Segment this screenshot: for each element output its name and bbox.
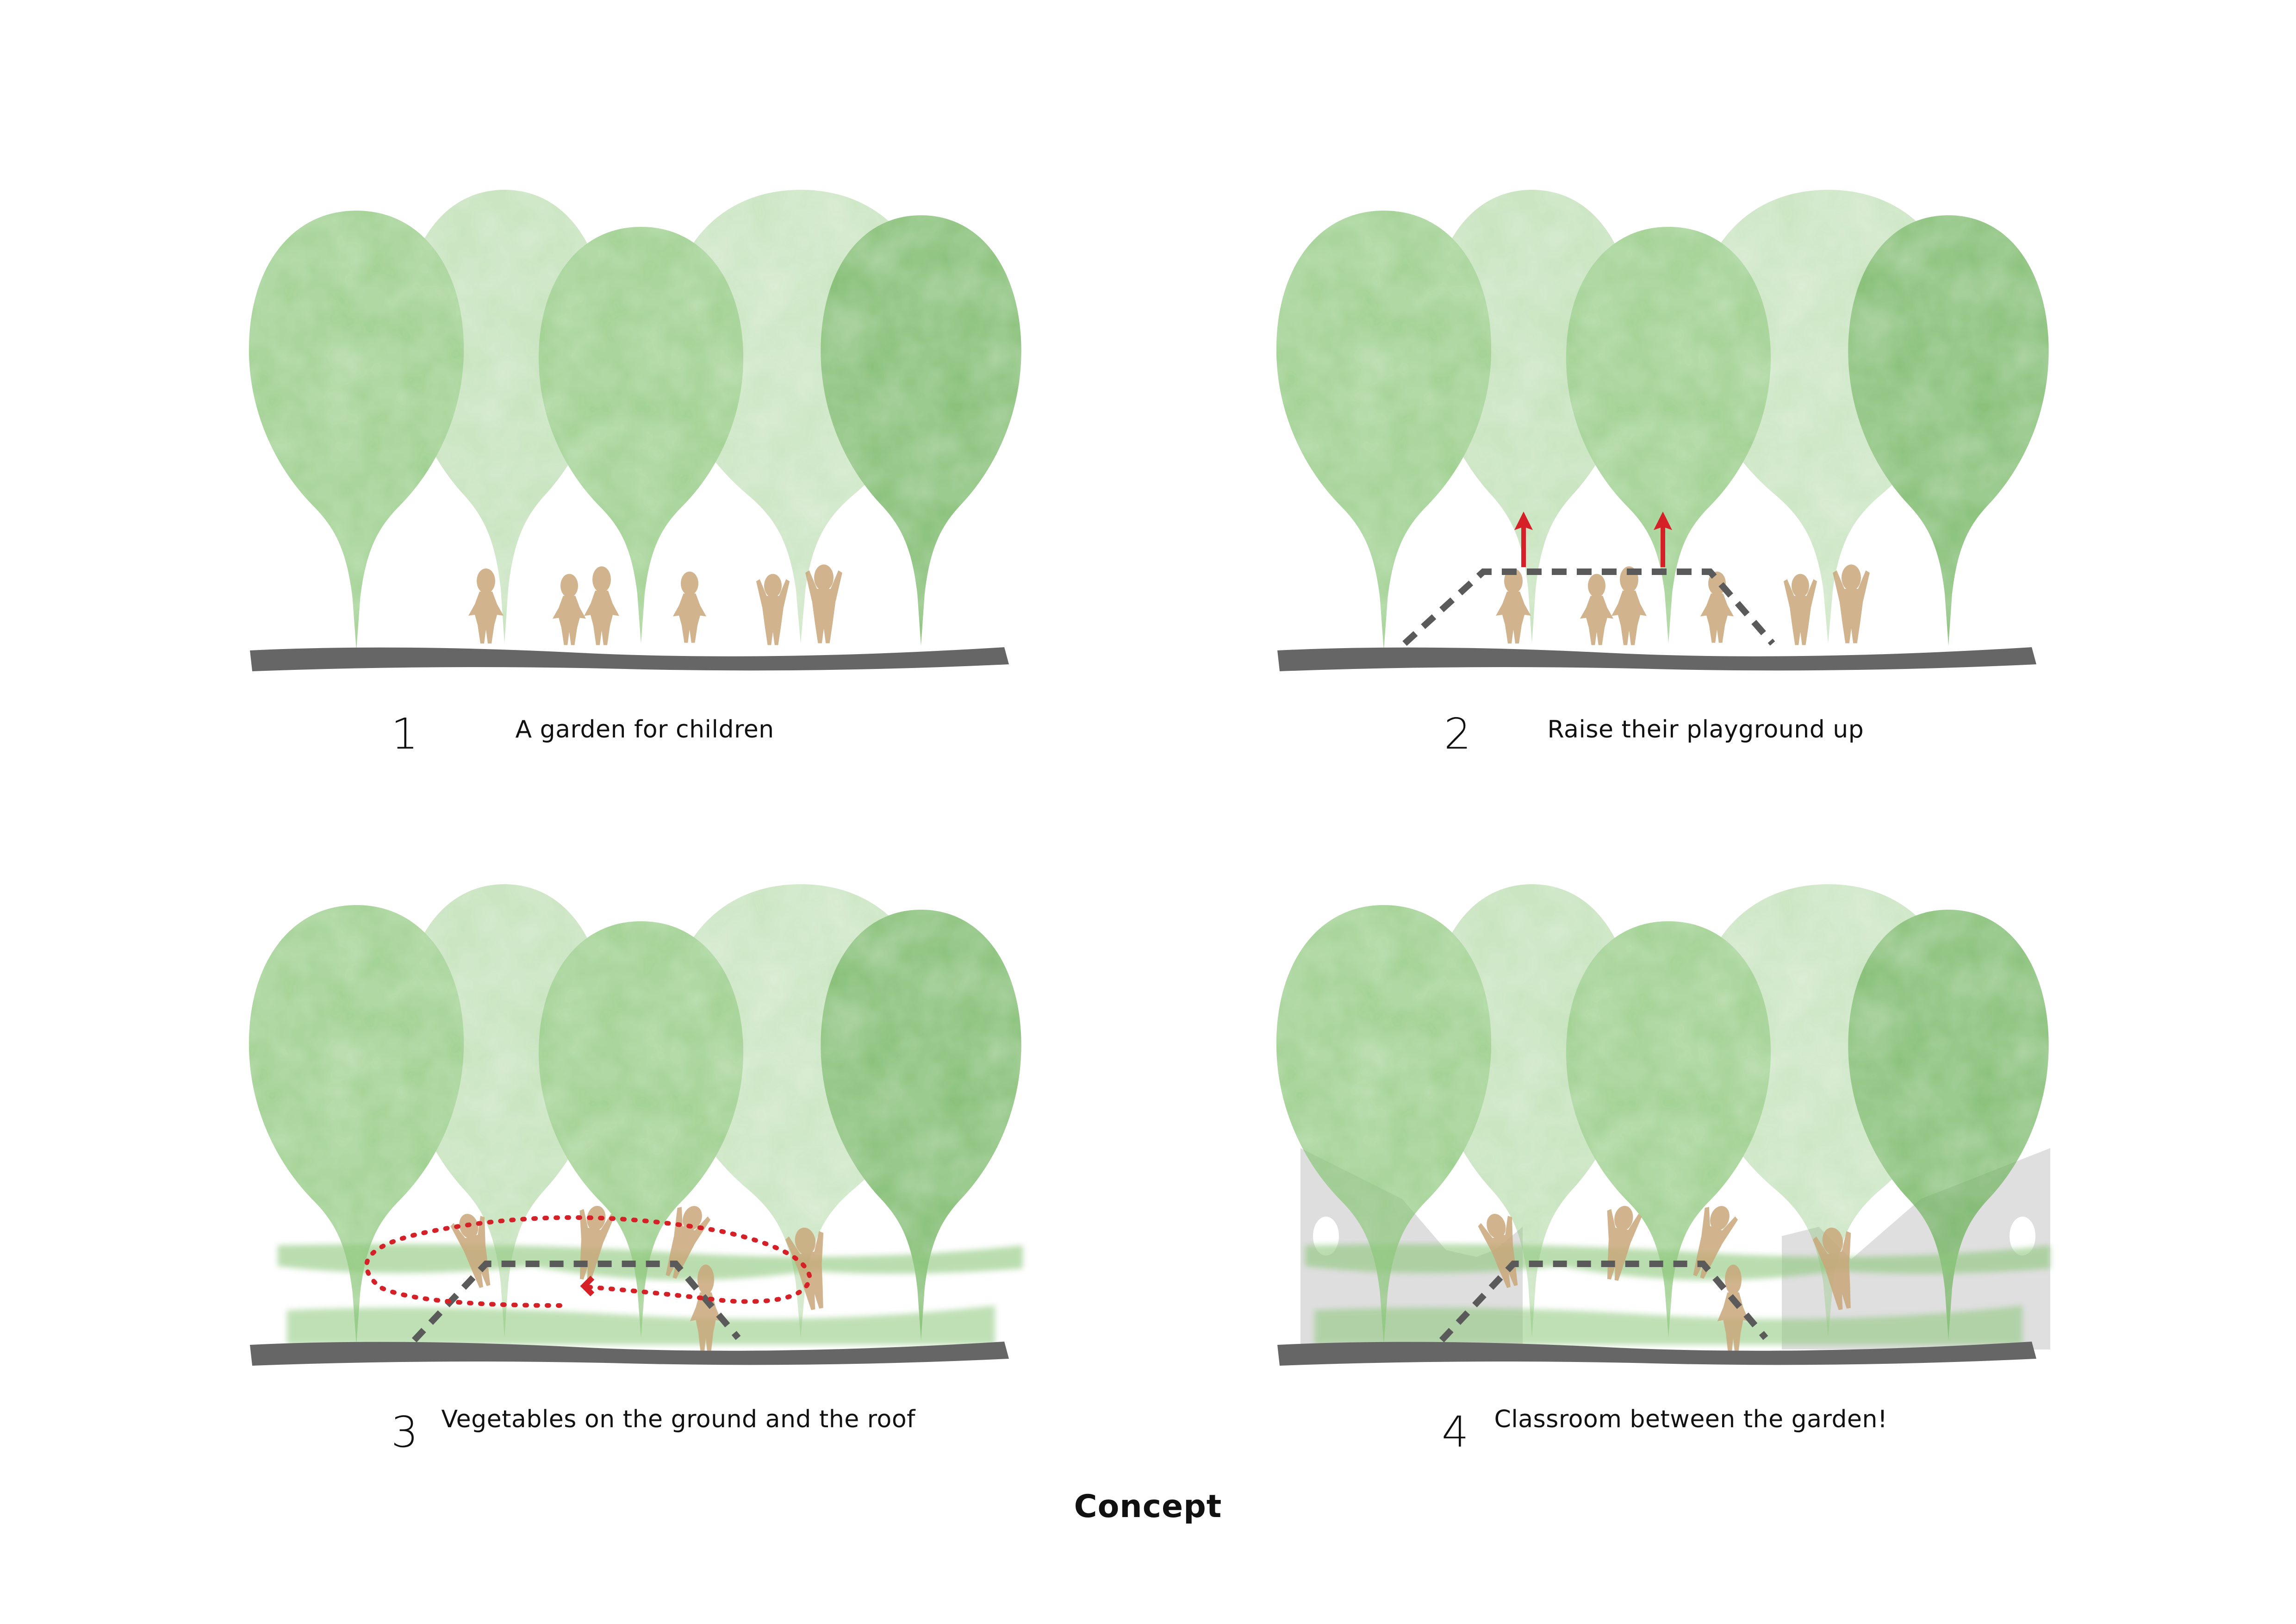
ground-strip	[1277, 1342, 2036, 1366]
step-number: 1	[391, 709, 418, 759]
tree-row	[1276, 190, 2049, 650]
children-group	[1496, 564, 1870, 645]
classroom-outline	[1439, 1261, 1768, 1343]
step-caption: Vegetables on the ground and the roof	[441, 1405, 915, 1433]
caption-3: 3 Vegetables on the ground and the roof	[391, 1407, 915, 1454]
child-icon	[584, 566, 619, 645]
garden-illustration-2	[1276, 190, 2049, 671]
green-ground-strip	[287, 1305, 995, 1345]
ground-strip	[1277, 647, 2036, 671]
step-caption: Raise their playground up	[1547, 716, 1864, 743]
step-caption: Classroom between the garden!	[1494, 1405, 1888, 1433]
ground-strip	[250, 647, 1009, 671]
children-group	[468, 564, 842, 645]
garden-illustration-3	[249, 884, 1023, 1366]
caption-2: 2 Raise their playground up	[1444, 713, 1864, 756]
child-icon	[1833, 564, 1870, 643]
tree-row	[249, 190, 1021, 650]
concept-panel-2	[1236, 153, 2115, 731]
step-number: 4	[1442, 1407, 1469, 1457]
child-icon	[468, 568, 504, 643]
child-icon	[1612, 566, 1647, 645]
up-arrow-icon	[1514, 512, 1533, 567]
tree-icon	[1848, 215, 2049, 646]
circulation-loop	[364, 1215, 813, 1308]
child-icon	[1783, 574, 1817, 645]
tree-icon	[821, 910, 1021, 1340]
wall-window	[2010, 1217, 2035, 1255]
page-title: Concept	[1074, 1488, 1222, 1525]
step-number: 3	[391, 1407, 418, 1457]
concept-panel-1	[208, 153, 1088, 731]
up-arrow-icon	[1654, 512, 1672, 567]
child-icon	[1496, 568, 1531, 643]
garden-illustration-1	[249, 190, 1021, 671]
ground-strip	[250, 1342, 1009, 1366]
step-number: 2	[1444, 709, 1471, 759]
child-icon	[805, 564, 842, 643]
caption-1: 1 A garden for children	[391, 713, 774, 756]
garden-illustration-4	[1276, 884, 2050, 1366]
concept-panel-4	[1236, 847, 2115, 1426]
green-ground-strip	[1314, 1305, 2022, 1345]
raised-platform-outline	[1402, 568, 1775, 646]
child-icon	[756, 574, 790, 645]
child-icon	[552, 574, 586, 645]
concept-panel-3	[208, 847, 1088, 1426]
caption-4: 4 Classroom between the garden!	[1442, 1407, 1887, 1454]
child-icon	[1580, 574, 1614, 645]
tree-icon	[821, 215, 1021, 646]
child-icon	[1700, 571, 1734, 643]
direction-arrow-icon	[580, 1275, 595, 1297]
child-icon	[672, 571, 707, 643]
step-caption: A garden for children	[515, 716, 774, 743]
